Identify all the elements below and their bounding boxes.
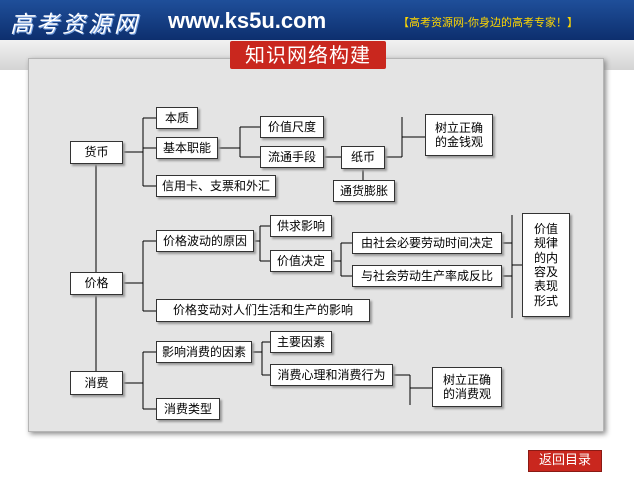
node-jiazhi-jueding: 价值决定 xyxy=(270,250,332,272)
node-xiaofei-leixing: 消费类型 xyxy=(156,398,220,420)
site-slogan: 【高考资源网-你身边的高考专家！】 xyxy=(398,16,578,29)
node-zhuyao-yinsu: 主要因素 xyxy=(270,331,332,353)
site-logo: 高考资源网 xyxy=(10,12,140,38)
node-xiaofei-xinli: 消费心理和消费行为 xyxy=(270,364,393,386)
node-liutong-shouduan: 流通手段 xyxy=(260,146,324,168)
node-xiaofei: 消费 xyxy=(70,371,123,395)
node-benzhi: 本质 xyxy=(156,107,198,129)
node-huobi: 货币 xyxy=(70,141,123,164)
back-to-contents-button[interactable]: 返回目录 xyxy=(528,450,602,472)
node-xiaofei-yinsu: 影响消费的因素 xyxy=(156,341,252,363)
page-title: 知识网络构建 xyxy=(230,41,386,69)
node-shehui-biyao-laodong: 由社会必要劳动时间决定 xyxy=(352,232,502,254)
node-gongqiu-yingxiang: 供求影响 xyxy=(270,215,332,237)
site-url[interactable]: www.ks5u.com xyxy=(168,8,327,33)
node-jiage: 价格 xyxy=(70,272,123,295)
node-shuli-xiaofeiguan: 树立正确 的消费观 xyxy=(432,367,502,407)
node-xinyongka: 信用卡、支票和外汇 xyxy=(156,175,276,197)
header-bar: 高考资源网 www.ks5u.com 【高考资源网-你身边的高考专家！】 xyxy=(0,0,634,40)
node-jiage-bodong: 价格波动的原因 xyxy=(156,230,254,252)
node-laodong-shengchanlv: 与社会劳动生产率成反比 xyxy=(352,265,502,287)
node-jiage-biandong-yingxiang: 价格变动对人们生活和生产的影响 xyxy=(156,299,370,322)
node-jiazhi-guilv: 价值 规律 的内 容及 表现 形式 xyxy=(522,213,570,317)
node-shuli-jinqianguan: 树立正确 的金钱观 xyxy=(425,114,493,156)
node-jiben-zhineng: 基本职能 xyxy=(156,137,218,159)
node-tonghuo-pengzhang: 通货膨胀 xyxy=(333,180,395,202)
node-jiazhi-chidu: 价值尺度 xyxy=(260,116,324,138)
node-zhibi: 纸币 xyxy=(341,146,385,169)
